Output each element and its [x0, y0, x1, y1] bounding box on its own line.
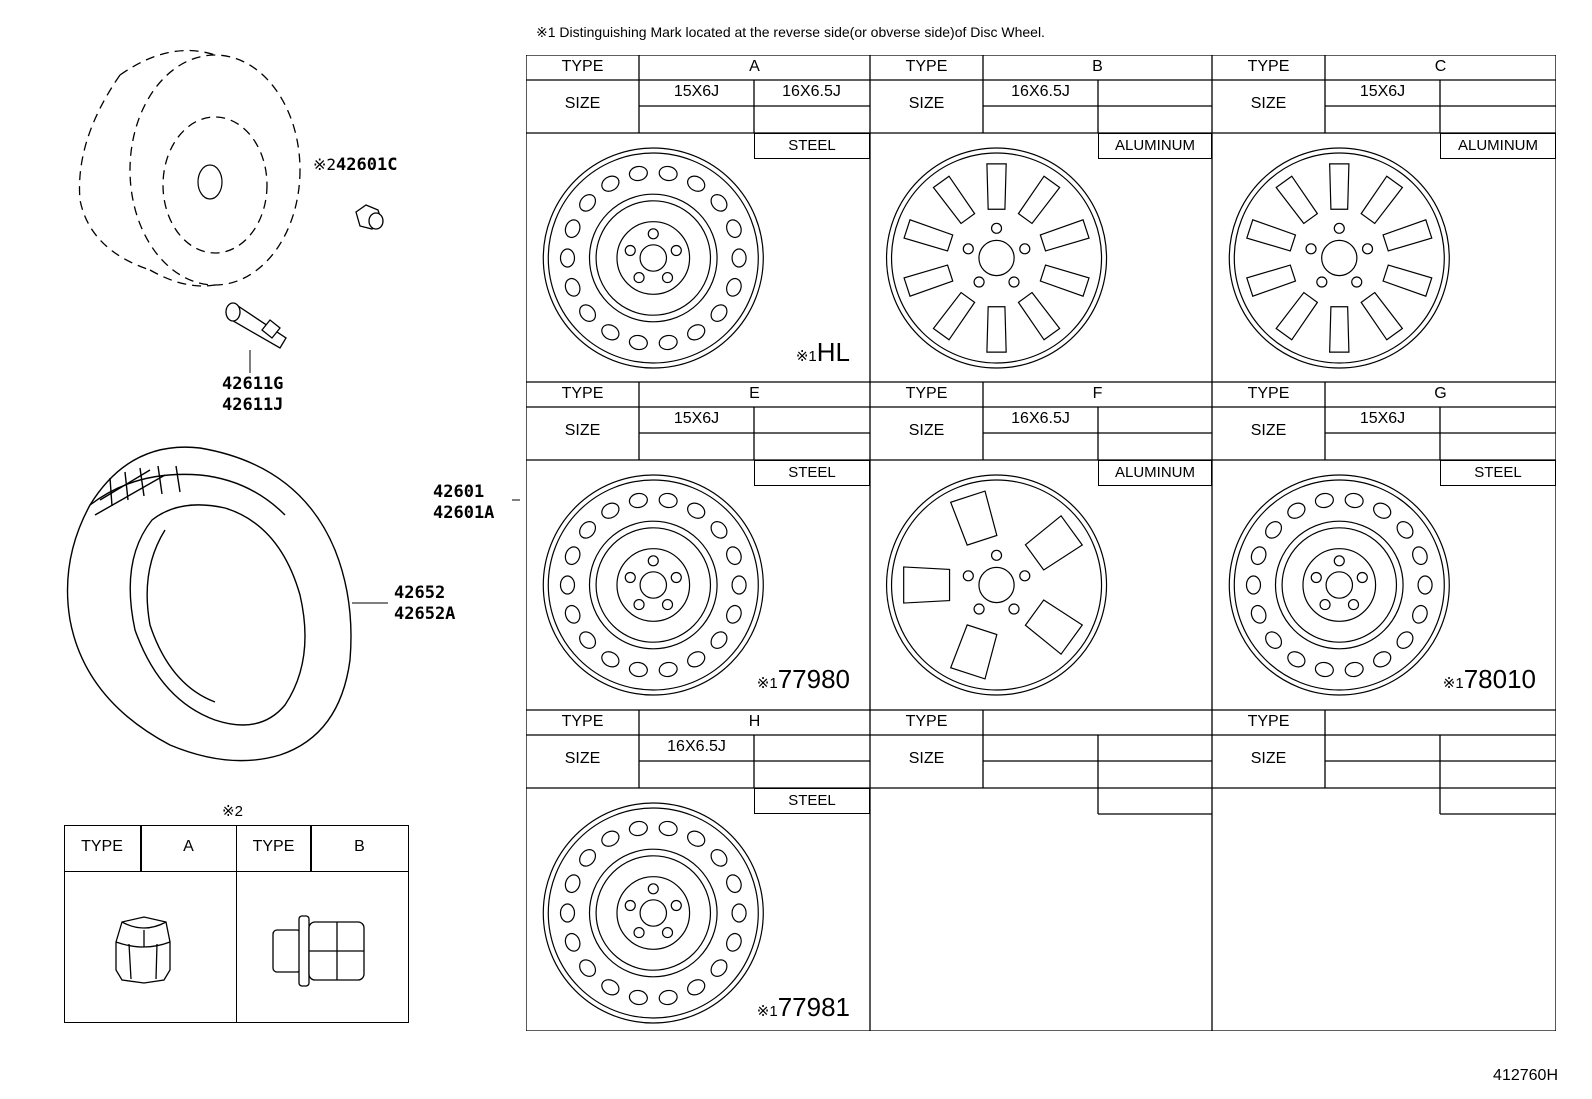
- nut-type-table: TYPE A TYPE B: [64, 825, 409, 1023]
- nut-type-label-b: TYPE: [252, 838, 295, 855]
- wheel-size: 15X6J: [673, 410, 720, 427]
- wheel-size: 16X6.5J: [667, 738, 726, 755]
- wheel-F-icon: [885, 474, 1108, 696]
- diagram-code: 412760H: [1493, 1067, 1558, 1084]
- size-label: SIZE: [1250, 750, 1287, 767]
- grid-lines: [526, 55, 1556, 1031]
- wheel-size: 16X6.5J: [1011, 410, 1070, 427]
- tire-part-number-1: 42652: [394, 583, 446, 603]
- size-label: SIZE: [908, 95, 945, 112]
- wheel-part-number-2: 42601A: [433, 503, 495, 523]
- distinguishing-mark: ※177981: [756, 992, 850, 1022]
- type-label: TYPE: [1247, 58, 1290, 75]
- valve-part-number-2: 42611J: [222, 395, 284, 415]
- wheel-material: STEEL: [754, 133, 870, 159]
- wheel-type-H: H: [748, 713, 761, 730]
- wheel-A-icon: [542, 147, 764, 369]
- size-label: SIZE: [908, 422, 945, 439]
- type-label: TYPE: [1247, 713, 1290, 730]
- wheel-material: STEEL: [754, 788, 870, 814]
- distinguishing-mark-note: ※1 Distinguishing Mark located at the re…: [536, 24, 1045, 40]
- wheel-type-B: B: [1092, 58, 1103, 75]
- valve-part-number-1: 42611G: [222, 374, 284, 394]
- distinguishing-mark: ※177980: [756, 664, 850, 694]
- wheel-size: 16X6.5J: [782, 83, 841, 100]
- nut-b-icon: [272, 915, 365, 987]
- size-label: SIZE: [1250, 422, 1287, 439]
- wheel-G-icon: [1228, 474, 1450, 696]
- wheel-B-icon: [885, 147, 1108, 369]
- type-label: TYPE: [561, 58, 604, 75]
- wheel-material: ALUMINUM: [1098, 460, 1212, 486]
- wheel-material: ALUMINUM: [1440, 133, 1556, 159]
- nut-type-a: A: [183, 838, 194, 855]
- tire-part-number-2: 42652A: [394, 604, 456, 624]
- type-label: TYPE: [905, 58, 948, 75]
- wheel-type-C: C: [1434, 58, 1447, 75]
- wheel-size: 16X6.5J: [1011, 83, 1070, 100]
- size-label: SIZE: [908, 750, 945, 767]
- type-label: TYPE: [561, 713, 604, 730]
- wheel-material: STEEL: [1440, 460, 1556, 486]
- wheel-size: 15X6J: [1359, 83, 1406, 100]
- wheel-size: 15X6J: [673, 83, 720, 100]
- size-label: SIZE: [564, 422, 601, 439]
- wheel-size: 15X6J: [1359, 410, 1406, 427]
- nut-a-icon: [115, 916, 171, 984]
- wheel-C-icon: [1228, 147, 1450, 369]
- wheel-E-icon: [542, 474, 764, 696]
- nut-type-label-a: TYPE: [81, 838, 123, 855]
- type-label: TYPE: [561, 385, 604, 402]
- type-label: TYPE: [1247, 385, 1290, 402]
- distinguishing-mark: ※1HL: [795, 337, 850, 367]
- wheel-H-icon: [542, 802, 764, 1024]
- distinguishing-mark: ※178010: [1442, 664, 1536, 694]
- wheel-type-E: E: [749, 385, 760, 402]
- wheel-type-G: G: [1434, 385, 1447, 402]
- wheel-type-A: A: [749, 58, 760, 75]
- size-label: SIZE: [564, 95, 601, 112]
- wheel-material: STEEL: [754, 460, 870, 486]
- wheel-type-grid: TYPE SIZE A 15X6J 16X6.5J STEEL ※1HL TYPE SIZE B 1…: [526, 55, 1556, 1031]
- wheel-material: ALUMINUM: [1098, 133, 1212, 159]
- wheel-type-F: F: [1092, 385, 1103, 402]
- wheel-tire-illustration: [66, 49, 520, 762]
- size-label: SIZE: [564, 750, 601, 767]
- nut-type-b: B: [354, 838, 365, 855]
- type-label: TYPE: [905, 713, 948, 730]
- wheel-part-number-1: 42601: [433, 482, 485, 502]
- nut-ref: ※2: [222, 803, 243, 820]
- cap-part-number: ※242601C: [313, 155, 398, 175]
- type-label: TYPE: [905, 385, 948, 402]
- size-label: SIZE: [1250, 95, 1287, 112]
